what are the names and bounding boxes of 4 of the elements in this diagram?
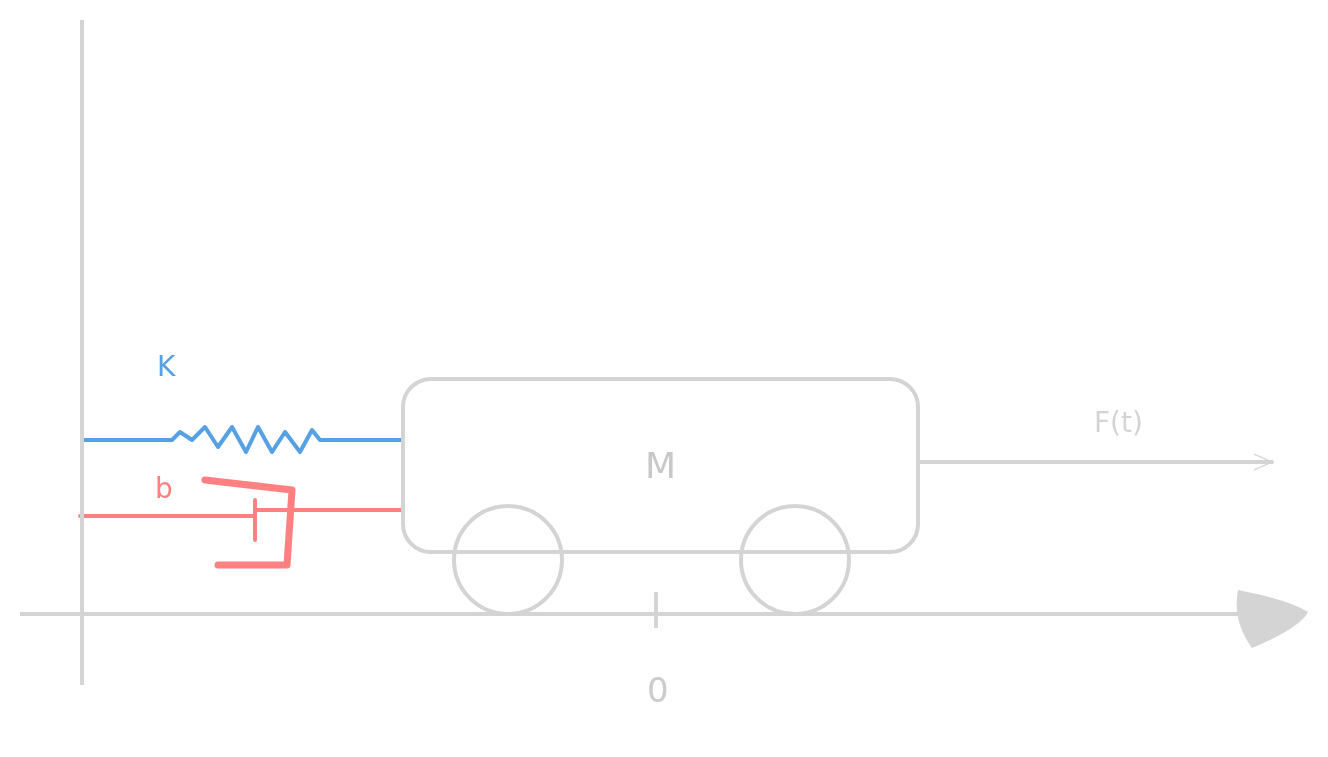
damper — [78, 498, 403, 542]
force-arrow — [918, 453, 1274, 471]
mass-box — [401, 377, 920, 554]
spring — [82, 425, 403, 454]
